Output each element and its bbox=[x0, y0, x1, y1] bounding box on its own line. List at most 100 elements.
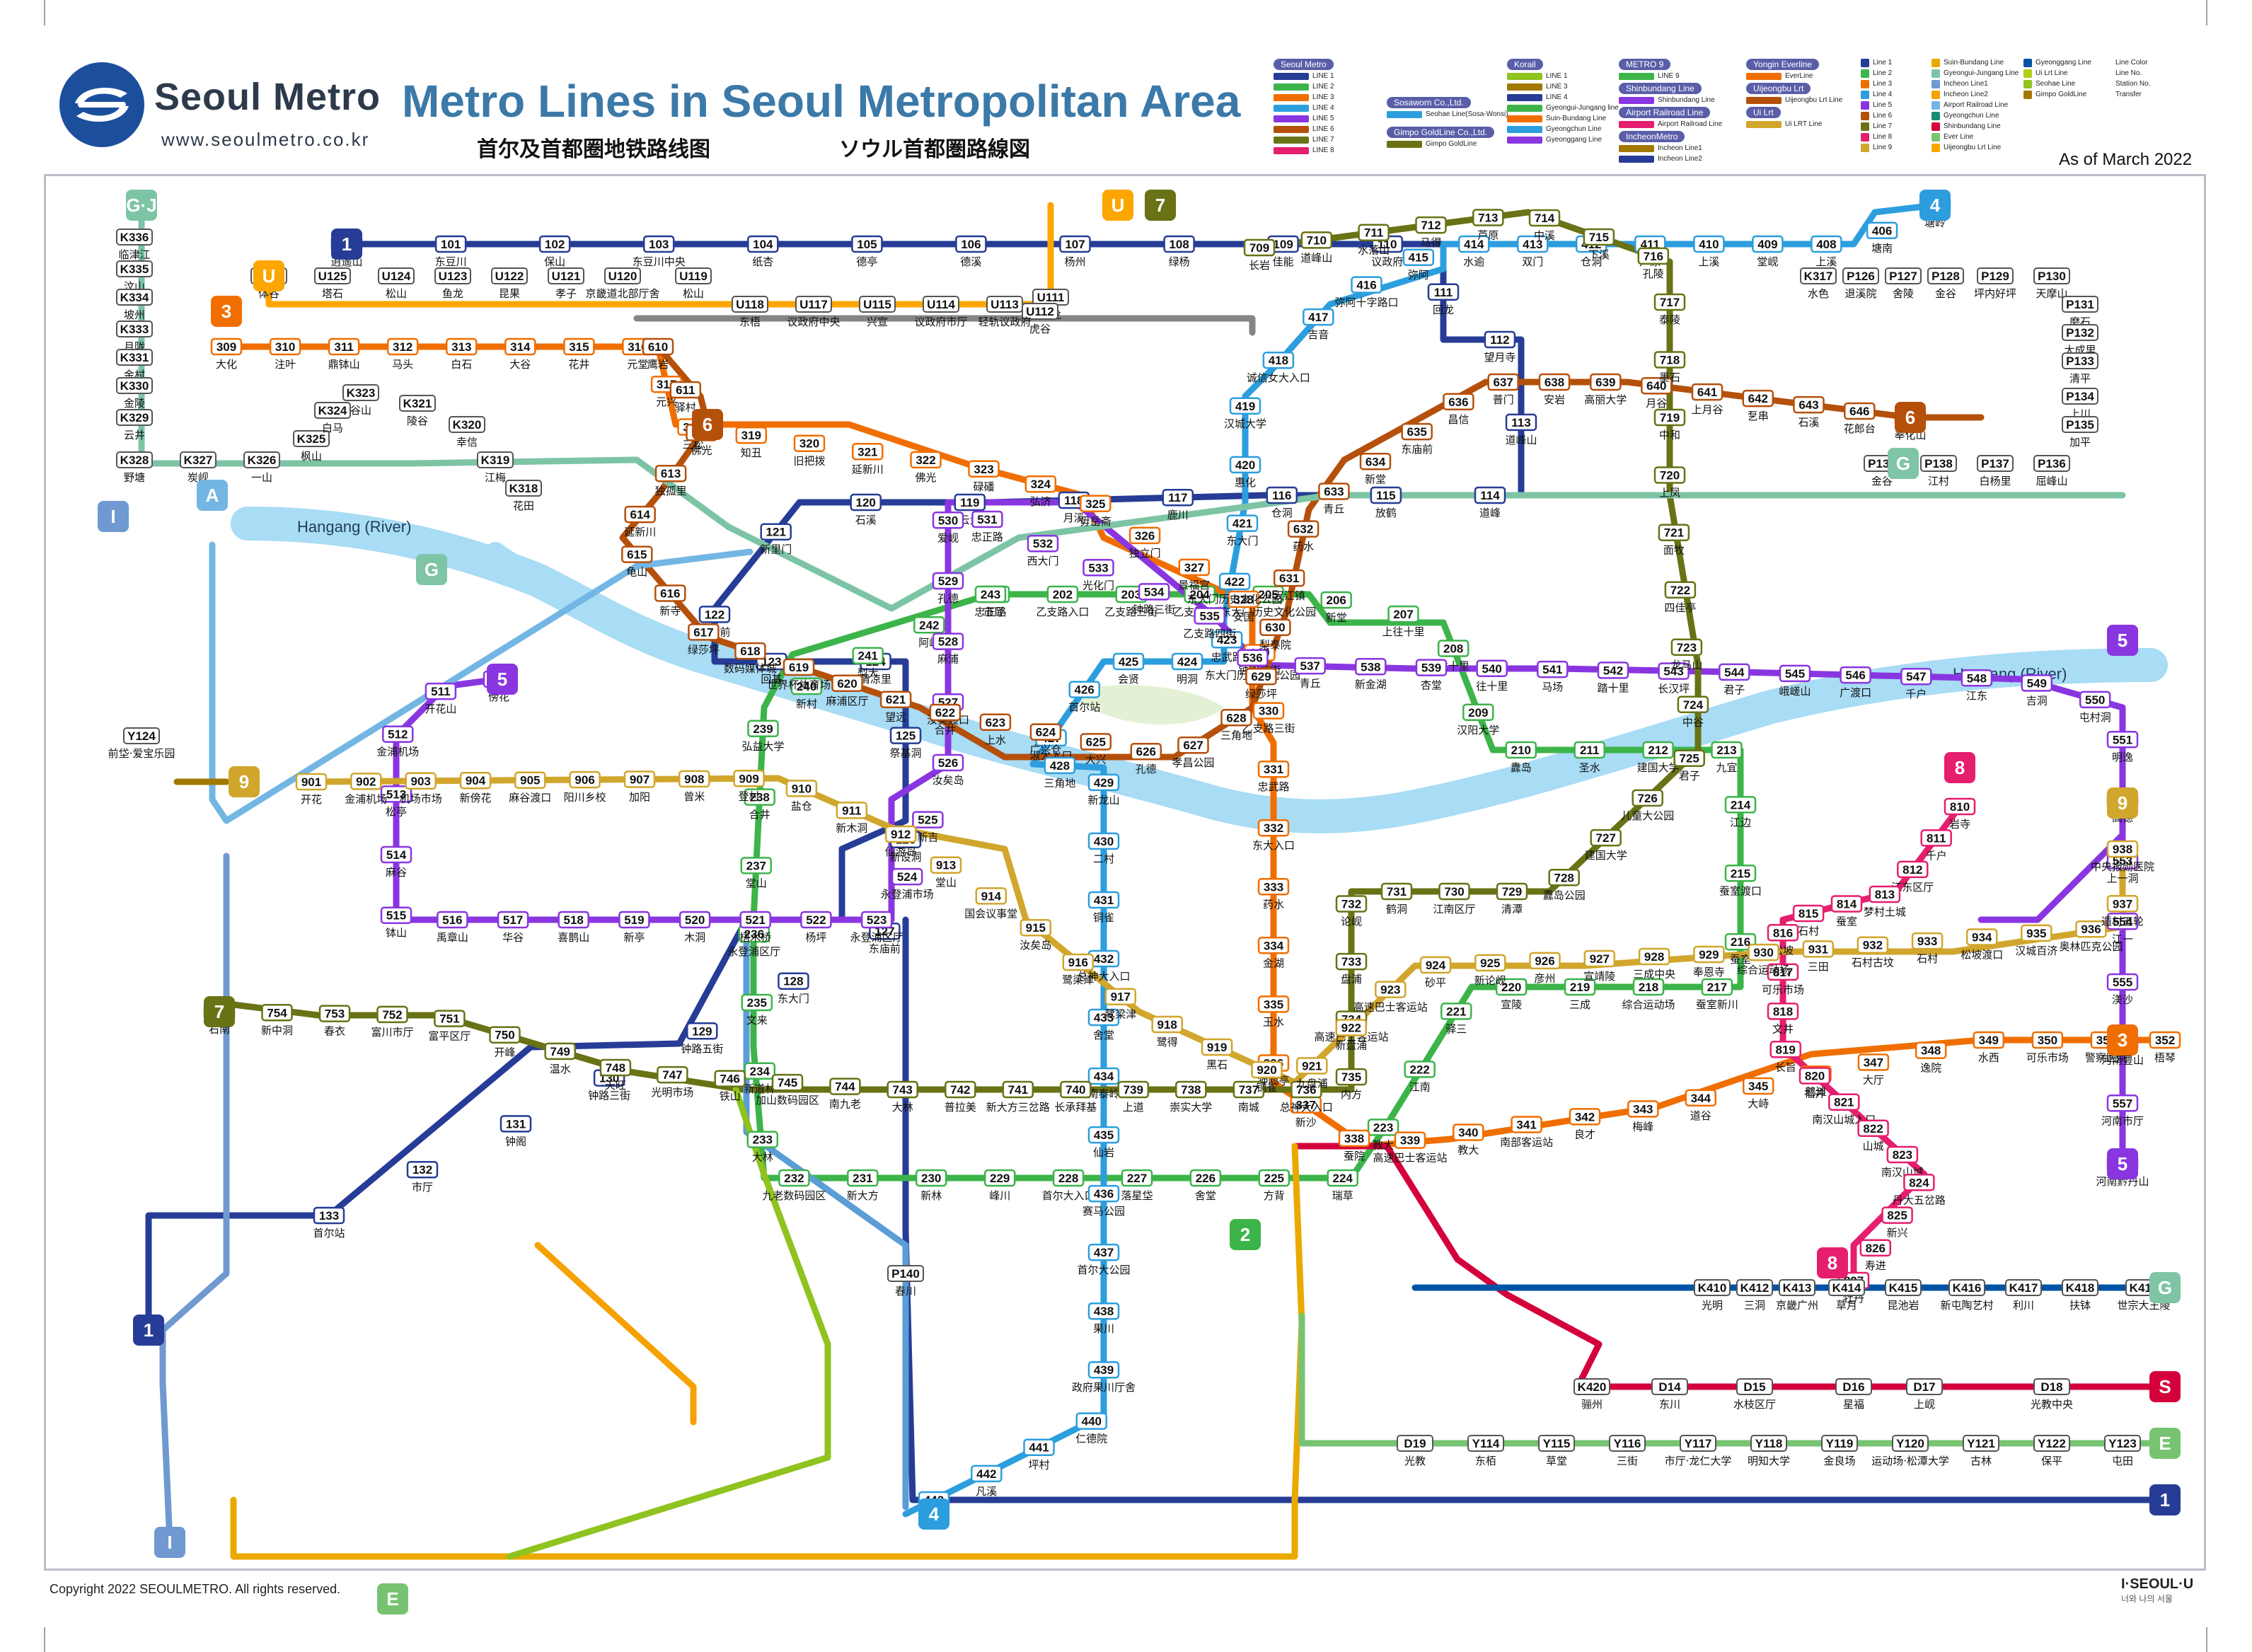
line-badge-3[interactable]: 3 bbox=[211, 296, 242, 327]
line-badge-a[interactable]: A bbox=[197, 480, 228, 511]
line-badge-2[interactable]: 2 bbox=[1230, 1219, 1261, 1250]
line-badge-1[interactable]: 1 bbox=[331, 229, 362, 260]
line-badge-gj[interactable]: G·J bbox=[126, 190, 157, 221]
line-badge-1[interactable]: 1 bbox=[133, 1315, 164, 1346]
line-badge-5[interactable]: 5 bbox=[2107, 1148, 2138, 1179]
line-badge-g[interactable]: G bbox=[416, 554, 447, 585]
line-badge-7[interactable]: 7 bbox=[204, 996, 235, 1027]
